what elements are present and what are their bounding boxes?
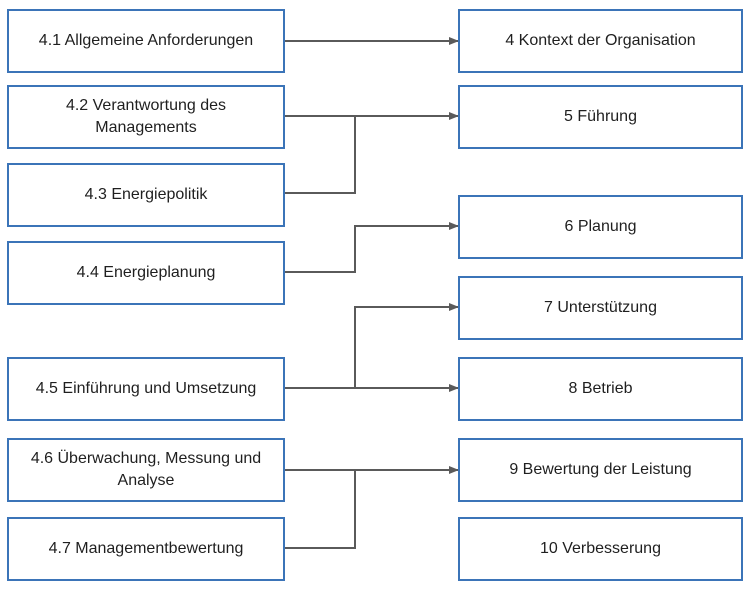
box-label: 4.6 Überwachung, Messung und Analyse <box>30 450 262 489</box>
connector-4-7-merge <box>285 470 356 549</box>
box-label: 9 Bewertung der Leistung <box>509 461 692 478</box>
box-label: 4.3 Energiepolitik <box>84 186 208 203</box>
box-label: 8 Betrieb <box>568 380 633 397</box>
box-4-5-einfuehrung-und-umsetzung: 4.5 Einführung und Umsetzung <box>7 357 285 421</box>
box-6-planung: 6 Planung <box>458 195 743 259</box>
box-4-3-energiepolitik: 4.3 Energiepolitik <box>7 163 285 227</box>
box-5-fuehrung: 5 Führung <box>458 85 743 149</box>
box-label: 7 Unterstützung <box>544 299 657 316</box>
box-4-1-allgemeine-anforderungen: 4.1 Allgemeine Anforderungen <box>7 9 285 73</box>
connector-4-4-to-6 <box>285 222 459 273</box>
box-label: 10 Verbesserung <box>540 540 661 557</box>
box-label: 6 Planung <box>564 218 637 235</box>
box-label: 4.2 Verantwortung des Managements <box>65 97 227 136</box>
box-4-6-ueberwachung-messung-analyse: 4.6 Überwachung, Messung und Analyse <box>7 438 285 502</box>
connector-4-5-to-7 <box>354 303 459 388</box>
connector-4-3-merge <box>285 116 356 194</box>
box-label: 4.5 Einführung und Umsetzung <box>35 380 257 397</box>
box-9-bewertung-der-leistung: 9 Bewertung der Leistung <box>458 438 743 502</box>
box-4-7-managementbewertung: 4.7 Managementbewertung <box>7 517 285 581</box>
box-label: 5 Führung <box>564 108 637 125</box>
box-4-kontext-der-organisation: 4 Kontext der Organisation <box>458 9 743 73</box>
box-label: 4.4 Energieplanung <box>76 264 216 281</box>
box-4-4-energieplanung: 4.4 Energieplanung <box>7 241 285 305</box>
box-4-2-verantwortung-des-managements: 4.2 Verantwortung des Managements <box>7 85 285 149</box>
box-label: 4 Kontext der Organisation <box>505 32 696 49</box>
box-10-verbesserung: 10 Verbesserung <box>458 517 743 581</box>
box-7-unterstuetzung: 7 Unterstützung <box>458 276 743 340</box>
box-label: 4.7 Managementbewertung <box>48 540 244 557</box>
box-8-betrieb: 8 Betrieb <box>458 357 743 421</box>
box-label: 4.1 Allgemeine Anforderungen <box>38 32 254 49</box>
